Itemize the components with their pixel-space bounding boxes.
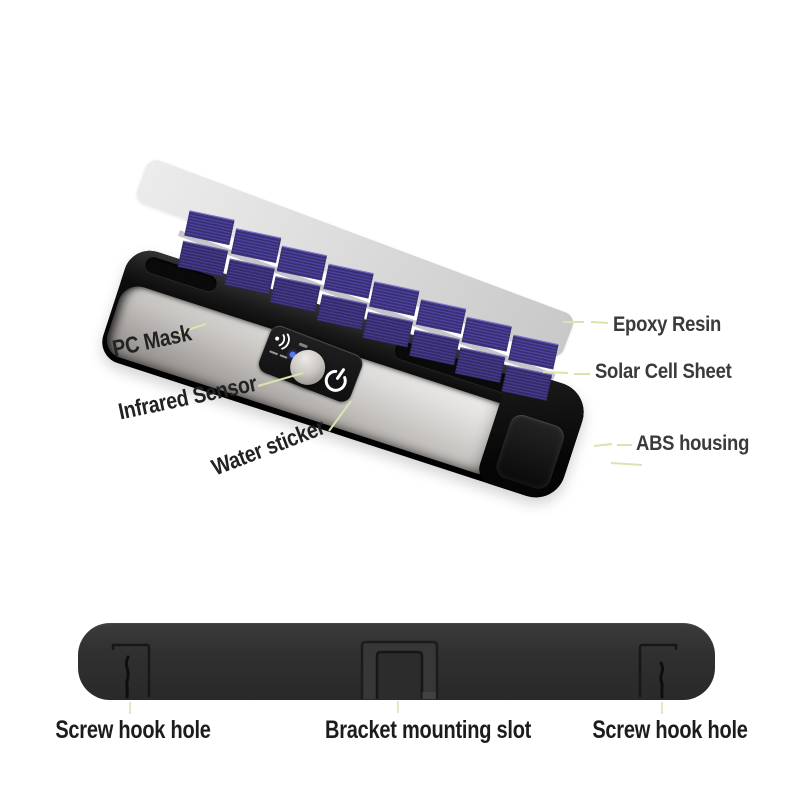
leader-bottom-ticks xyxy=(129,701,663,714)
abs-housing xyxy=(96,244,592,506)
bracket-mounting-slot xyxy=(360,640,439,699)
housing-end-cap-face xyxy=(493,411,568,492)
label-bracket-mounting-slot: Bracket mounting slot xyxy=(325,716,532,744)
solar-cell-segment xyxy=(316,263,374,330)
screw-hook-hole-left xyxy=(111,643,151,699)
label-water-sticker: Water sticker xyxy=(208,413,329,481)
power-button-icon xyxy=(324,368,347,392)
solar-cell-segment xyxy=(362,281,420,348)
signal-waves-icon xyxy=(275,333,290,350)
label-abs-housing: ABS housing xyxy=(636,432,750,455)
label-epoxy-resin: Epoxy Resin xyxy=(613,313,722,336)
sticker-micro-mark xyxy=(298,342,309,349)
solar-cell-segment xyxy=(501,334,559,401)
solar-cell-segment xyxy=(454,316,512,383)
screw-hook-hole-right xyxy=(638,643,678,699)
leader-abs-housing xyxy=(593,443,643,466)
label-solar-cell-sheet: Solar Cell Sheet xyxy=(595,360,732,383)
sticker-micro-text xyxy=(279,354,288,359)
solar-cell-segment xyxy=(270,245,328,312)
sticker-micro-text xyxy=(269,350,279,356)
bottom-view-bar xyxy=(78,623,715,700)
solar-cell-segment xyxy=(408,298,466,366)
solar-cell-segment xyxy=(223,227,281,295)
label-screw-hook-hole-left: Screw hook hole xyxy=(55,716,211,744)
label-screw-hook-hole-right: Screw hook hole xyxy=(592,716,748,744)
water-sticker xyxy=(255,322,366,405)
